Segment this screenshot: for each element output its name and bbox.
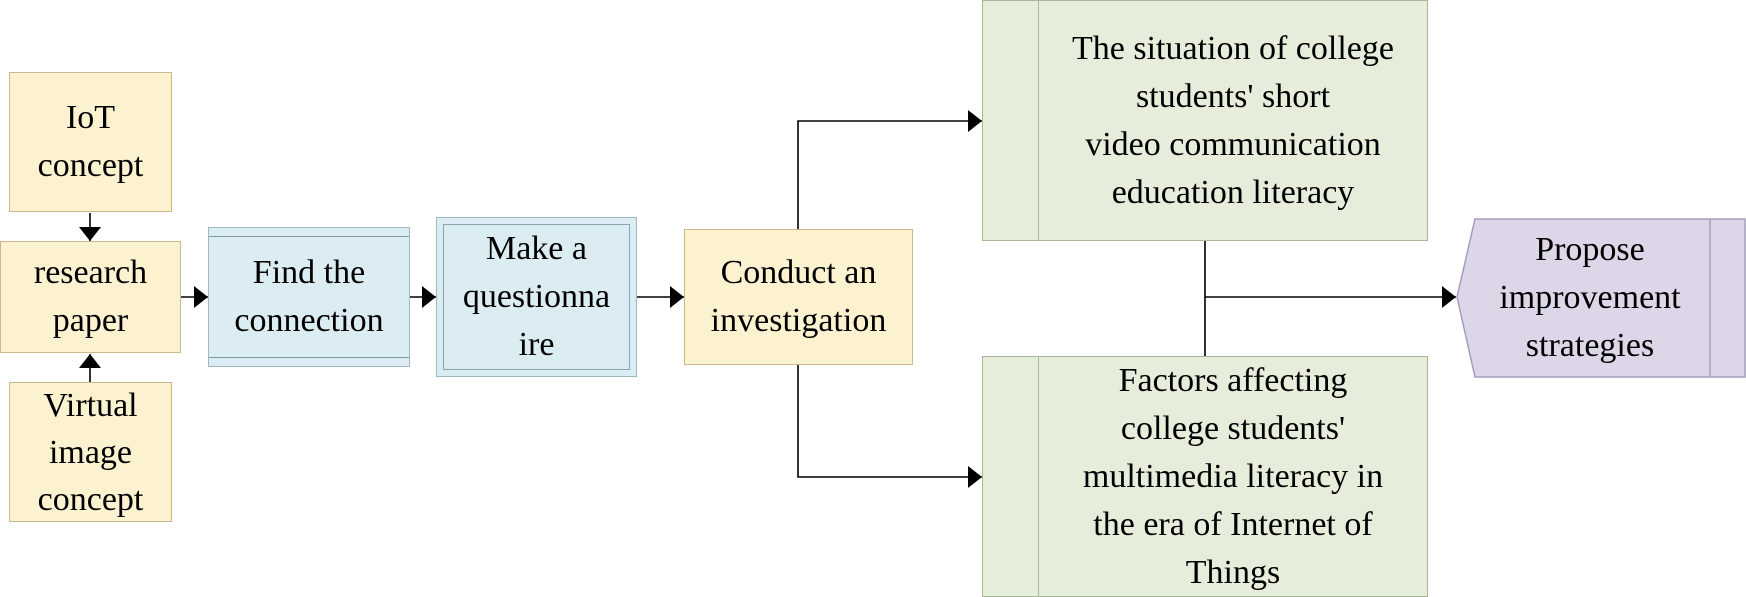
find-connection-box: Find the connection bbox=[208, 227, 410, 367]
situation-label: The situation of college students' short… bbox=[1072, 29, 1394, 211]
strategies-label: Propose improvement strategies bbox=[1499, 231, 1681, 364]
conduct-investigation-box: Conduct an investigation bbox=[684, 229, 913, 365]
find-connection-label: Find the connection bbox=[234, 254, 384, 339]
strategies-shape bbox=[1456, 218, 1746, 378]
factors-label: Factors affecting college students' mult… bbox=[1082, 361, 1384, 591]
arrow-investigation-to-factors bbox=[797, 365, 982, 488]
conduct-investigation-label: Conduct an investigation bbox=[710, 254, 887, 339]
make-questionnaire-label: Make a questionna ire bbox=[462, 230, 611, 363]
iot-concept-box: IoT concept bbox=[9, 72, 172, 212]
virtual-image-concept-label: Virtual image concept bbox=[37, 386, 144, 518]
virtual-image-concept-box: Virtual image concept bbox=[9, 382, 172, 522]
research-paper-label: research paper bbox=[33, 254, 148, 339]
make-questionnaire-box: Make a questionna ire bbox=[436, 217, 637, 377]
strategies-box: Propose improvement strategies bbox=[1456, 218, 1746, 378]
arrow-investigation-to-situation bbox=[797, 110, 982, 229]
factors-box: Factors affecting college students' mult… bbox=[982, 356, 1428, 597]
situation-box: The situation of college students' short… bbox=[982, 0, 1428, 241]
iot-concept-label: IoT concept bbox=[37, 99, 144, 184]
research-paper-box: research paper bbox=[0, 241, 181, 353]
